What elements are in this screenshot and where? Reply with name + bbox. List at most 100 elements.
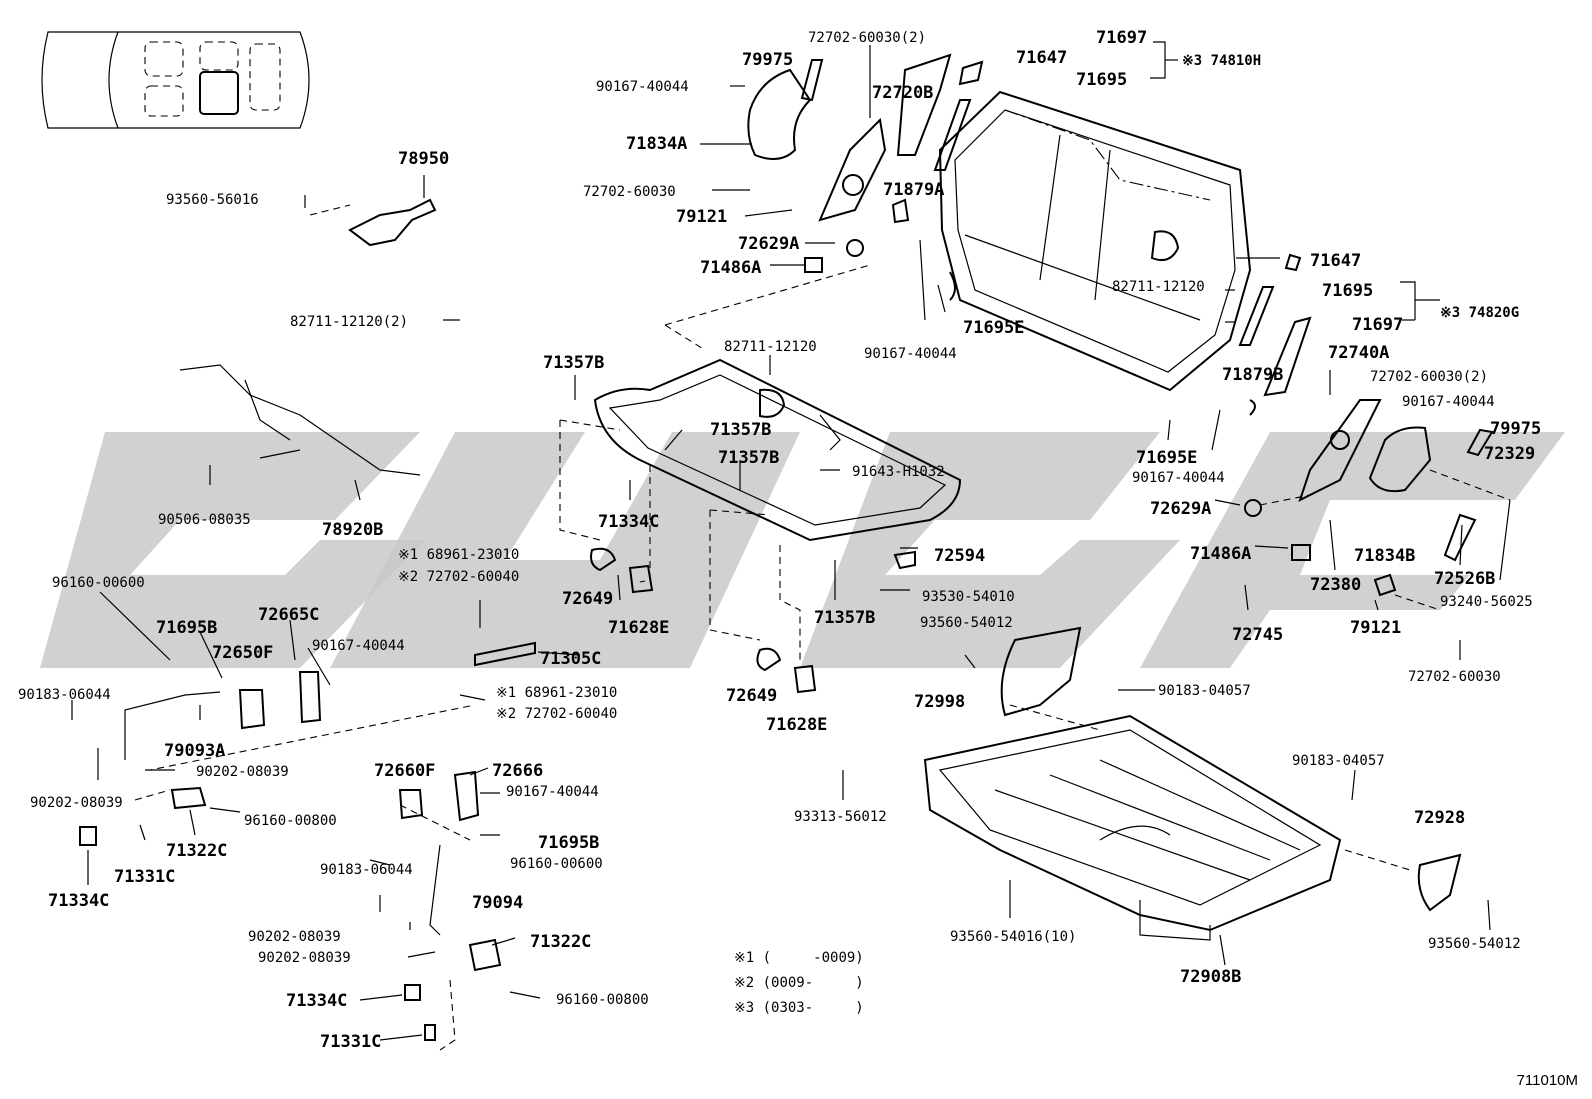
label-71628e: 71628E: [766, 715, 827, 735]
part-labels: 79975 72702-60030(2) 71697 71647 71695 ※…: [18, 28, 1541, 1052]
label-71879b: 71879B: [1222, 365, 1283, 385]
label-90202-08039: 90202-08039: [258, 950, 351, 966]
label-90183-06044: 90183-06044: [18, 687, 111, 703]
label-74810h: ※3 74810H: [1182, 53, 1261, 69]
label-93530-54010: 93530-54010: [922, 589, 1015, 605]
label-71695: 71695: [1076, 70, 1127, 90]
label-72928: 72928: [1414, 808, 1465, 828]
label-74820g: ※3 74820G: [1440, 305, 1519, 321]
label-90202-08039: 90202-08039: [30, 795, 123, 811]
label-71695b: 71695B: [156, 618, 217, 638]
label-72660f: 72660F: [374, 761, 435, 781]
label-93560-54012: 93560-54012: [1428, 936, 1521, 952]
label-71879a: 71879A: [883, 180, 944, 200]
label-71331c: 71331C: [320, 1032, 381, 1052]
label-71357b: 71357B: [710, 420, 771, 440]
label-90167-40044: 90167-40044: [864, 346, 957, 362]
label-91643-h1032: 91643-H1032: [852, 464, 945, 480]
label-72666: 72666: [492, 761, 543, 781]
small-parts: [79, 53, 1494, 1041]
label-71647: 71647: [1016, 48, 1067, 68]
diagram-code: 711010M: [1516, 1072, 1578, 1089]
label-72702-60040: ※2 72702-60040: [398, 569, 519, 585]
label-72650f: 72650F: [212, 643, 273, 663]
label-71334c: 71334C: [598, 512, 659, 532]
under-tray: [923, 714, 1342, 941]
label-79093a: 79093A: [164, 741, 225, 761]
label-72629a: 72629A: [1150, 499, 1211, 519]
label-72329: 72329: [1484, 444, 1535, 464]
seat-back-frame: [938, 90, 1252, 392]
label-71695b: 71695B: [538, 833, 599, 853]
label-71697: 71697: [1096, 28, 1147, 48]
label-78950: 78950: [398, 149, 449, 169]
label-71331c: 71331C: [114, 867, 175, 887]
label-72908b: 72908B: [1180, 967, 1241, 987]
label-72526b: 72526B: [1434, 569, 1495, 589]
label-72702-60030-2: 72702-60030(2): [1370, 369, 1488, 385]
label-93240-56025: 93240-56025: [1440, 594, 1533, 610]
label-71357b: 71357B: [543, 353, 604, 373]
label-71322c: 71322C: [166, 841, 227, 861]
label-72745: 72745: [1232, 625, 1283, 645]
label-71486a: 71486A: [1190, 544, 1251, 564]
label-90167-40044: 90167-40044: [596, 79, 689, 95]
label-90202-08039: 90202-08039: [248, 929, 341, 945]
label-71834b: 71834B: [1354, 546, 1415, 566]
legend-note-1: ※1 ( -0009): [734, 950, 864, 966]
label-93560-54016-10: 93560-54016(10): [950, 929, 1076, 945]
label-90506-08035: 90506-08035: [158, 512, 251, 528]
label-72665c: 72665C: [258, 605, 319, 625]
label-79094: 79094: [472, 893, 523, 913]
label-72629a: 72629A: [738, 234, 799, 254]
label-71697: 71697: [1352, 315, 1403, 335]
label-90167-40044: 90167-40044: [1402, 394, 1495, 410]
label-82711-12120: 82711-12120: [724, 339, 817, 355]
label-72720b: 72720B: [872, 83, 933, 103]
footnote-legend: ※1 ( -0009) ※2 (0009- ) ※3 (0303- ): [734, 950, 864, 1016]
label-72740a: 72740A: [1328, 343, 1389, 363]
label-71334c: 71334C: [48, 891, 109, 911]
label-90202-08039: 90202-08039: [196, 764, 289, 780]
leader-lines: [71, 41, 1511, 1051]
label-90167-40044: 90167-40044: [312, 638, 405, 654]
label-93560-56016: 93560-56016: [166, 192, 259, 208]
label-96160-00800: 96160-00800: [244, 813, 337, 829]
label-96160-00600: 96160-00600: [52, 575, 145, 591]
label-96160-00800: 96160-00800: [556, 992, 649, 1008]
label-68961-23010: ※1 68961-23010: [496, 685, 617, 701]
label-90167-40044: 90167-40044: [1132, 470, 1225, 486]
label-72702-60030: 72702-60030: [583, 184, 676, 200]
label-68961-23010: ※1 68961-23010: [398, 547, 519, 563]
label-82711-12120: 82711-12120: [1112, 279, 1205, 295]
label-72702-60040: ※2 72702-60040: [496, 706, 617, 722]
label-72380: 72380: [1310, 575, 1361, 595]
label-90183-06044: 90183-06044: [320, 862, 413, 878]
label-71305c: 71305C: [540, 649, 601, 669]
label-71695e: 71695E: [963, 318, 1024, 338]
label-72594: 72594: [934, 546, 985, 566]
legend-note-2: ※2 (0009- ): [734, 975, 864, 991]
label-79975: 79975: [1490, 419, 1541, 439]
label-72649: 72649: [562, 589, 613, 609]
label-78920b: 78920B: [322, 520, 383, 540]
label-71628e: 71628E: [608, 618, 669, 638]
label-96160-00600: 96160-00600: [510, 856, 603, 872]
label-72649: 72649: [726, 686, 777, 706]
label-71486a: 71486A: [700, 258, 761, 278]
vehicle-location-icon: [41, 31, 310, 129]
label-79975: 79975: [742, 50, 793, 70]
label-90183-04057: 90183-04057: [1158, 683, 1251, 699]
label-72702-60030-2: 72702-60030(2): [808, 30, 926, 46]
seat-cushion-frame: [593, 358, 962, 542]
label-93313-56012: 93313-56012: [794, 809, 887, 825]
label-71334c: 71334C: [286, 991, 347, 1011]
label-79121: 79121: [676, 207, 727, 227]
label-71357b: 71357B: [718, 448, 779, 468]
label-72998: 72998: [914, 692, 965, 712]
label-71322c: 71322C: [530, 932, 591, 952]
label-71695: 71695: [1322, 281, 1373, 301]
label-71695e: 71695E: [1136, 448, 1197, 468]
